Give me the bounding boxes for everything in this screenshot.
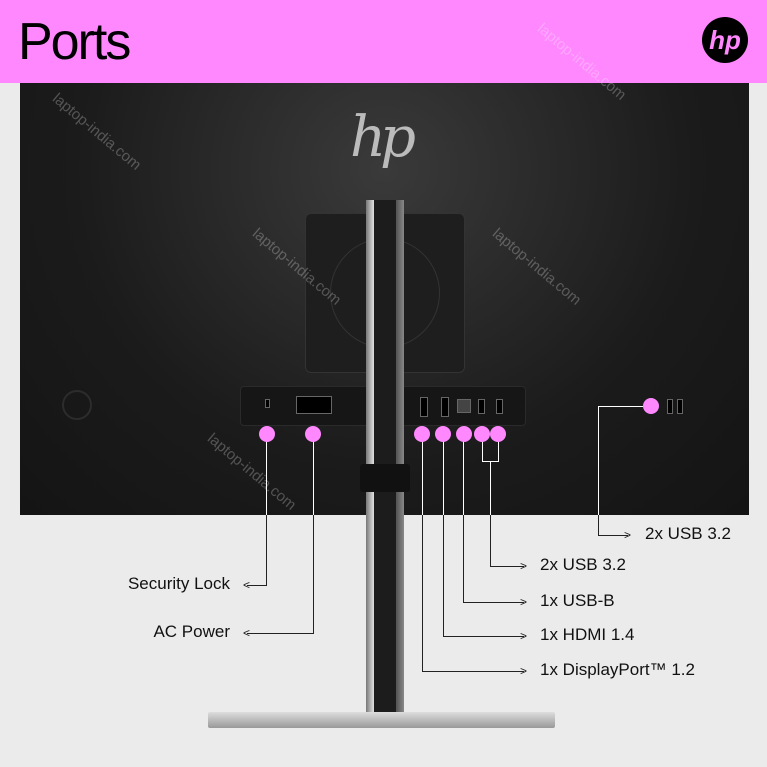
callout-dot — [435, 426, 451, 442]
leader-line — [463, 433, 464, 515]
callout-dot — [474, 426, 490, 442]
leader-line — [598, 406, 599, 515]
callout-dot — [414, 426, 430, 442]
label-usb-b: 1x USB-B — [540, 591, 615, 610]
page-title: Ports — [18, 13, 131, 71]
callout-dot — [490, 426, 506, 442]
usb-a-port — [478, 399, 485, 414]
leader-line — [443, 433, 444, 515]
leader-line — [443, 515, 444, 636]
ac-power-port — [296, 396, 332, 414]
stand-channel — [374, 200, 396, 715]
leader-line — [422, 433, 423, 515]
leader-line — [463, 515, 464, 602]
header-banner — [0, 0, 767, 83]
leader-line — [443, 636, 524, 637]
displayport-port — [441, 397, 449, 417]
leader-line — [422, 515, 423, 671]
leader-line — [490, 515, 491, 566]
leader-line — [247, 633, 314, 634]
usb-b-port — [457, 399, 471, 413]
cable-clip — [360, 464, 410, 492]
leader-line — [313, 515, 314, 633]
monitor-hp-logo: hp — [350, 105, 416, 170]
callout-dot — [305, 426, 321, 442]
leader-line — [266, 433, 267, 515]
leader-line — [463, 602, 524, 603]
usb-side-port — [677, 399, 683, 414]
stand-base — [208, 712, 555, 728]
security-lock-port — [265, 399, 270, 408]
leader-line — [598, 406, 651, 407]
arrow-right-icon: > — [520, 664, 528, 678]
leader-line — [598, 515, 599, 535]
leader-line — [313, 433, 314, 515]
leader-line — [490, 461, 491, 515]
label-displayport: 1x DisplayPort™ 1.2 — [540, 660, 695, 679]
power-button — [62, 390, 92, 420]
label-hdmi: 1x HDMI 1.4 — [540, 625, 635, 644]
hp-logo: hp — [702, 17, 748, 63]
leader-line — [422, 671, 524, 672]
arrow-right-icon: > — [624, 528, 632, 542]
label-usb-side: 2x USB 3.2 — [645, 524, 731, 543]
arrow-left-icon: < — [243, 578, 251, 592]
arrow-right-icon: > — [520, 595, 528, 609]
label-security-lock: Security Lock — [127, 574, 230, 593]
hdmi-port — [420, 397, 428, 417]
callout-dot — [643, 398, 659, 414]
leader-line — [482, 433, 483, 461]
leader-line — [247, 585, 267, 586]
usb-side-port — [667, 399, 673, 414]
callout-dot — [456, 426, 472, 442]
label-usb-rear: 2x USB 3.2 — [540, 555, 626, 574]
arrow-right-icon: > — [520, 629, 528, 643]
leader-line — [498, 433, 499, 461]
usb-a-port — [496, 399, 503, 414]
arrow-right-icon: > — [520, 559, 528, 573]
label-ac-power: AC Power — [153, 622, 230, 641]
arrow-left-icon: < — [243, 626, 251, 640]
callout-dot — [259, 426, 275, 442]
leader-line — [490, 566, 524, 567]
leader-line — [266, 515, 267, 585]
leader-line — [598, 535, 628, 536]
